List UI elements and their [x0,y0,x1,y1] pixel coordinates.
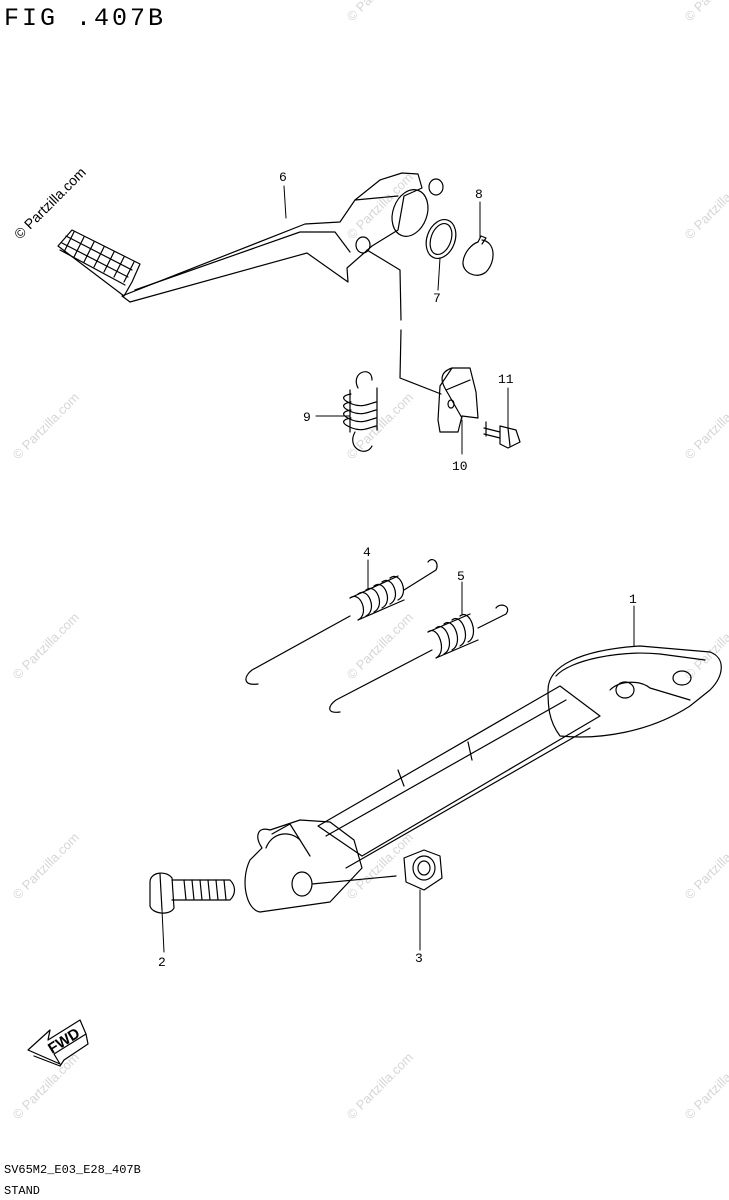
watermark-text: © Partzilla.com [10,390,83,463]
side-stand [244,645,722,913]
watermark-text: © Partzilla.com [682,610,729,683]
stand-spring-outer [245,558,438,685]
assembly-guide-line [366,249,442,395]
watermark-text: © Partzilla.com [344,1050,417,1123]
bracket-screw [483,421,521,449]
watermark-text: © Partzilla.com [682,170,729,243]
callout-3: 3 [415,951,423,966]
callout-8: 8 [475,187,483,202]
callout-5: 5 [457,569,465,584]
watermark-main: © Partzilla.com [11,164,89,242]
watermark-text: © Partzilla.com [682,390,729,463]
watermark-text: © Partzilla.com [682,0,729,24]
callout-6: 6 [279,170,287,185]
watermark-text: © Partzilla.com [344,610,417,683]
washer [425,219,457,259]
callout-4: 4 [363,545,371,560]
callout-1: 1 [629,592,637,607]
watermark-text: © Partzilla.com [10,610,83,683]
shift-lever [57,172,444,303]
return-spring [343,371,378,452]
callout-11: 11 [498,372,514,387]
watermark-text: © Partzilla.com [10,830,83,903]
figure-number: FIG .407B [4,4,167,33]
stand-spring-inner [329,604,509,713]
callout-2: 2 [158,955,166,970]
watermark-grid: © Partzilla.com © Partzilla.com © Partzi… [10,0,729,1122]
callout-10: 10 [452,459,468,474]
leader-lines [161,185,635,953]
callout-7: 7 [433,291,441,306]
callout-labels: 6 8 7 11 9 10 4 5 1 2 3 [158,170,637,970]
switch-bracket [437,367,479,433]
diagram-name: STAND [4,1184,41,1198]
diagram-code: SV65M2_E03_E28_407B [4,1163,141,1177]
watermark-text: © Partzilla.com [344,390,417,463]
stand-nut [403,849,443,891]
circlip [462,235,494,276]
watermark-text: © Partzilla.com [344,0,417,24]
stand-bolt [149,872,236,914]
callout-9: 9 [303,410,311,425]
watermark-text: © Partzilla.com [682,830,729,903]
watermark-text: © Partzilla.com [682,1050,729,1123]
